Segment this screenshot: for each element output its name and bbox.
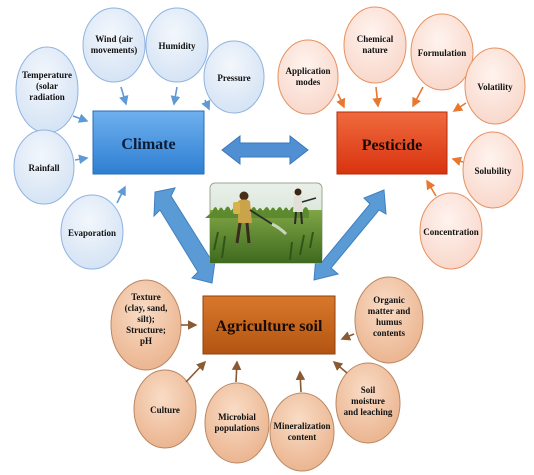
svg-text:Concentration: Concentration <box>423 227 479 237</box>
svg-text:Formulation: Formulation <box>418 48 467 58</box>
climate-label: Climate <box>121 136 175 153</box>
pesticide-factor-text: nature <box>362 45 387 55</box>
svg-text:Solubility: Solubility <box>474 166 512 176</box>
svg-text:Culture: Culture <box>150 405 180 415</box>
soil-factor-bubble: Culture <box>133 369 197 449</box>
climate-factor-text: Pressure <box>217 73 250 83</box>
climate-factor-text: Temperature <box>22 70 72 80</box>
pesticide-factor-bubble: Formulation <box>410 13 474 91</box>
soil-factor-text: contents <box>373 328 405 338</box>
climate-factor-text: Evaporation <box>68 228 116 238</box>
pesticide-factor-text: Formulation <box>418 48 467 58</box>
soil-factor-text: content <box>288 432 317 442</box>
climate-factor-bubble: Rainfall <box>13 129 75 205</box>
pesticide-factor-text: Concentration <box>423 227 479 237</box>
soil-factor-text: matter and <box>368 306 411 316</box>
soil-box: Agriculture soil <box>202 295 336 355</box>
pesticide-factor-text: Application <box>285 66 330 76</box>
climate-factor-text: Rainfall <box>28 163 60 173</box>
climate-soil-arrow <box>153 187 217 284</box>
soil-factor-text: silt); <box>137 314 155 324</box>
soil-factor-text: and leaching <box>344 407 393 417</box>
soil-factors: Texture(clay, sand,silt);Structure;pH Or… <box>110 276 424 472</box>
climate-factor-text: Humidity <box>158 41 196 51</box>
svg-text:Pressure: Pressure <box>217 73 250 83</box>
soil-factor-bubble: Texture(clay, sand,silt);Structure;pH <box>110 279 182 371</box>
climate-pesticide-arrow <box>221 134 309 166</box>
soil-factor-text: Soil <box>361 385 376 395</box>
svg-text:Volatility: Volatility <box>477 82 513 92</box>
farmer-spraying-photo <box>205 182 323 264</box>
pesticide-label: Pesticide <box>362 137 422 154</box>
pesticide-factor-text: Volatility <box>477 82 513 92</box>
svg-text:Humidity: Humidity <box>158 41 196 51</box>
soil-factor-text: humus <box>376 317 403 327</box>
climate-factor-text: movements) <box>91 45 138 55</box>
soil-factor-text: Culture <box>150 405 180 415</box>
climate-factor-bubble: Humidity <box>145 7 209 83</box>
svg-text:Rainfall: Rainfall <box>28 163 60 173</box>
climate-factor-bubble: Pressure <box>203 40 265 114</box>
pesticide-factor-bubble: Concentration <box>419 192 483 270</box>
pesticide-factor-bubble: Solubility <box>462 131 524 209</box>
soil-factor-text: Microbial <box>218 412 256 422</box>
climate-factor-text: radiation <box>29 92 65 102</box>
soil-factor-text: Mineralization <box>274 421 331 431</box>
svg-text:Evaporation: Evaporation <box>68 228 116 238</box>
climate-factor-text: (solar <box>36 81 58 91</box>
climate-factor-text: Wind (air <box>95 34 133 44</box>
soil-factor-text: populations <box>214 423 260 433</box>
pesticide-soil-arrow <box>313 189 387 281</box>
pesticide-factor-text: Solubility <box>474 166 512 176</box>
soil-factor-text: Texture <box>131 292 161 302</box>
climate-factor-bubble: Evaporation <box>60 194 124 270</box>
pesticide-box: Pesticide <box>336 111 448 175</box>
svg-text:Texture(clay, sand,silt);Struc: Texture(clay, sand,silt);Structure;pH <box>125 292 168 346</box>
climate-box: Climate <box>92 110 205 175</box>
soil-factor-text: Organic <box>373 295 405 305</box>
pesticide-factor-bubble: Volatility <box>464 47 526 125</box>
soil-factor-text: (clay, sand, <box>125 303 168 313</box>
pesticide-factor-text: modes <box>296 77 321 87</box>
soil-factor-text: pH <box>140 336 152 346</box>
soil-factor-text: Structure; <box>126 325 166 335</box>
pesticide-factor-text: Chemical <box>357 34 394 44</box>
soil-label: Agriculture soil <box>216 318 323 335</box>
soil-factor-text: moisture <box>351 396 385 406</box>
